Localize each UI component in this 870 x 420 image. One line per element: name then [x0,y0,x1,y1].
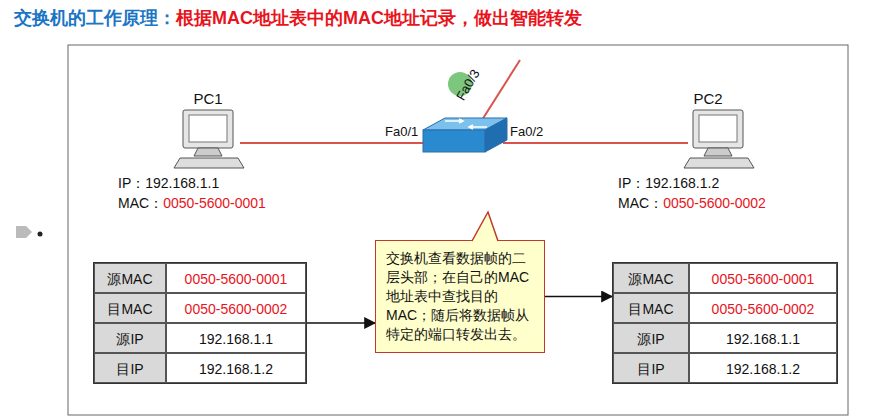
table-cell: 0050-5600-0001 [689,263,837,293]
table-cell: 目IP [94,353,166,383]
table-cell: 源IP [94,323,166,353]
mac-address: 0050-5600-0002 [663,195,766,211]
pc-name: PC1 [118,88,298,110]
ip-address: IP：192.168.1.2 [618,173,802,193]
frame-table: 源MAC0050-5600-0001目MAC0050-5600-0002源IP1… [93,262,307,384]
callout-text: 交换机查看数据帧的二层头部；在自己的MAC地址表中查找目的MAC；随后将数据帧从… [386,249,534,344]
pc-node: PC2IP：192.168.1.2MAC：0050-5600-0002 [618,88,802,213]
title: 交换机的工作原理： [14,8,176,28]
frame [68,45,848,415]
table-cell: 192.168.1.1 [166,323,306,353]
table-cell: 192.168.1.2 [689,353,837,383]
ip-address: IP：192.168.1.1 [118,173,302,193]
pc-name: PC2 [618,88,798,110]
table-cell: 0050-5600-0001 [166,263,306,293]
switch-icon [423,118,507,152]
table-cell: 192.168.1.1 [689,323,837,353]
mac-address: 0050-5600-0001 [163,195,266,211]
table-cell: 目MAC [613,293,689,323]
table-cell: 0050-5600-0002 [166,293,306,323]
port-label: Fa0/2 [510,124,543,139]
table-cell: 目MAC [94,293,166,323]
pc-icon [174,110,244,168]
mac-key: MAC： [118,195,163,211]
pc-node: PC1IP：192.168.1.1MAC：0050-5600-0001 [118,88,302,213]
frame-table: 源MAC0050-5600-0001目MAC0050-5600-0002源IP1… [612,262,838,384]
header: 交换机的工作原理：根据MAC地址表中的MAC地址记录，做出智能转发 [14,6,582,30]
subtitle: 根据MAC地址表中的MAC地址记录，做出智能转发 [176,8,582,28]
port-label: Fa0/1 [385,124,418,139]
table-cell: 源MAC [94,263,166,293]
table-cell: 目IP [613,353,689,383]
bullet-icon [16,226,43,238]
mac-key: MAC： [618,195,663,211]
flow-arrow [545,296,612,298]
pc-icon [684,110,754,168]
callout-box: 交换机查看数据帧的二层头部；在自己的MAC地址表中查找目的MAC；随后将数据帧从… [375,240,545,353]
table-cell: 192.168.1.2 [166,353,306,383]
table-cell: 0050-5600-0002 [689,293,837,323]
table-cell: 源MAC [613,263,689,293]
table-cell: 源IP [613,323,689,353]
flow-arrow [307,322,375,324]
